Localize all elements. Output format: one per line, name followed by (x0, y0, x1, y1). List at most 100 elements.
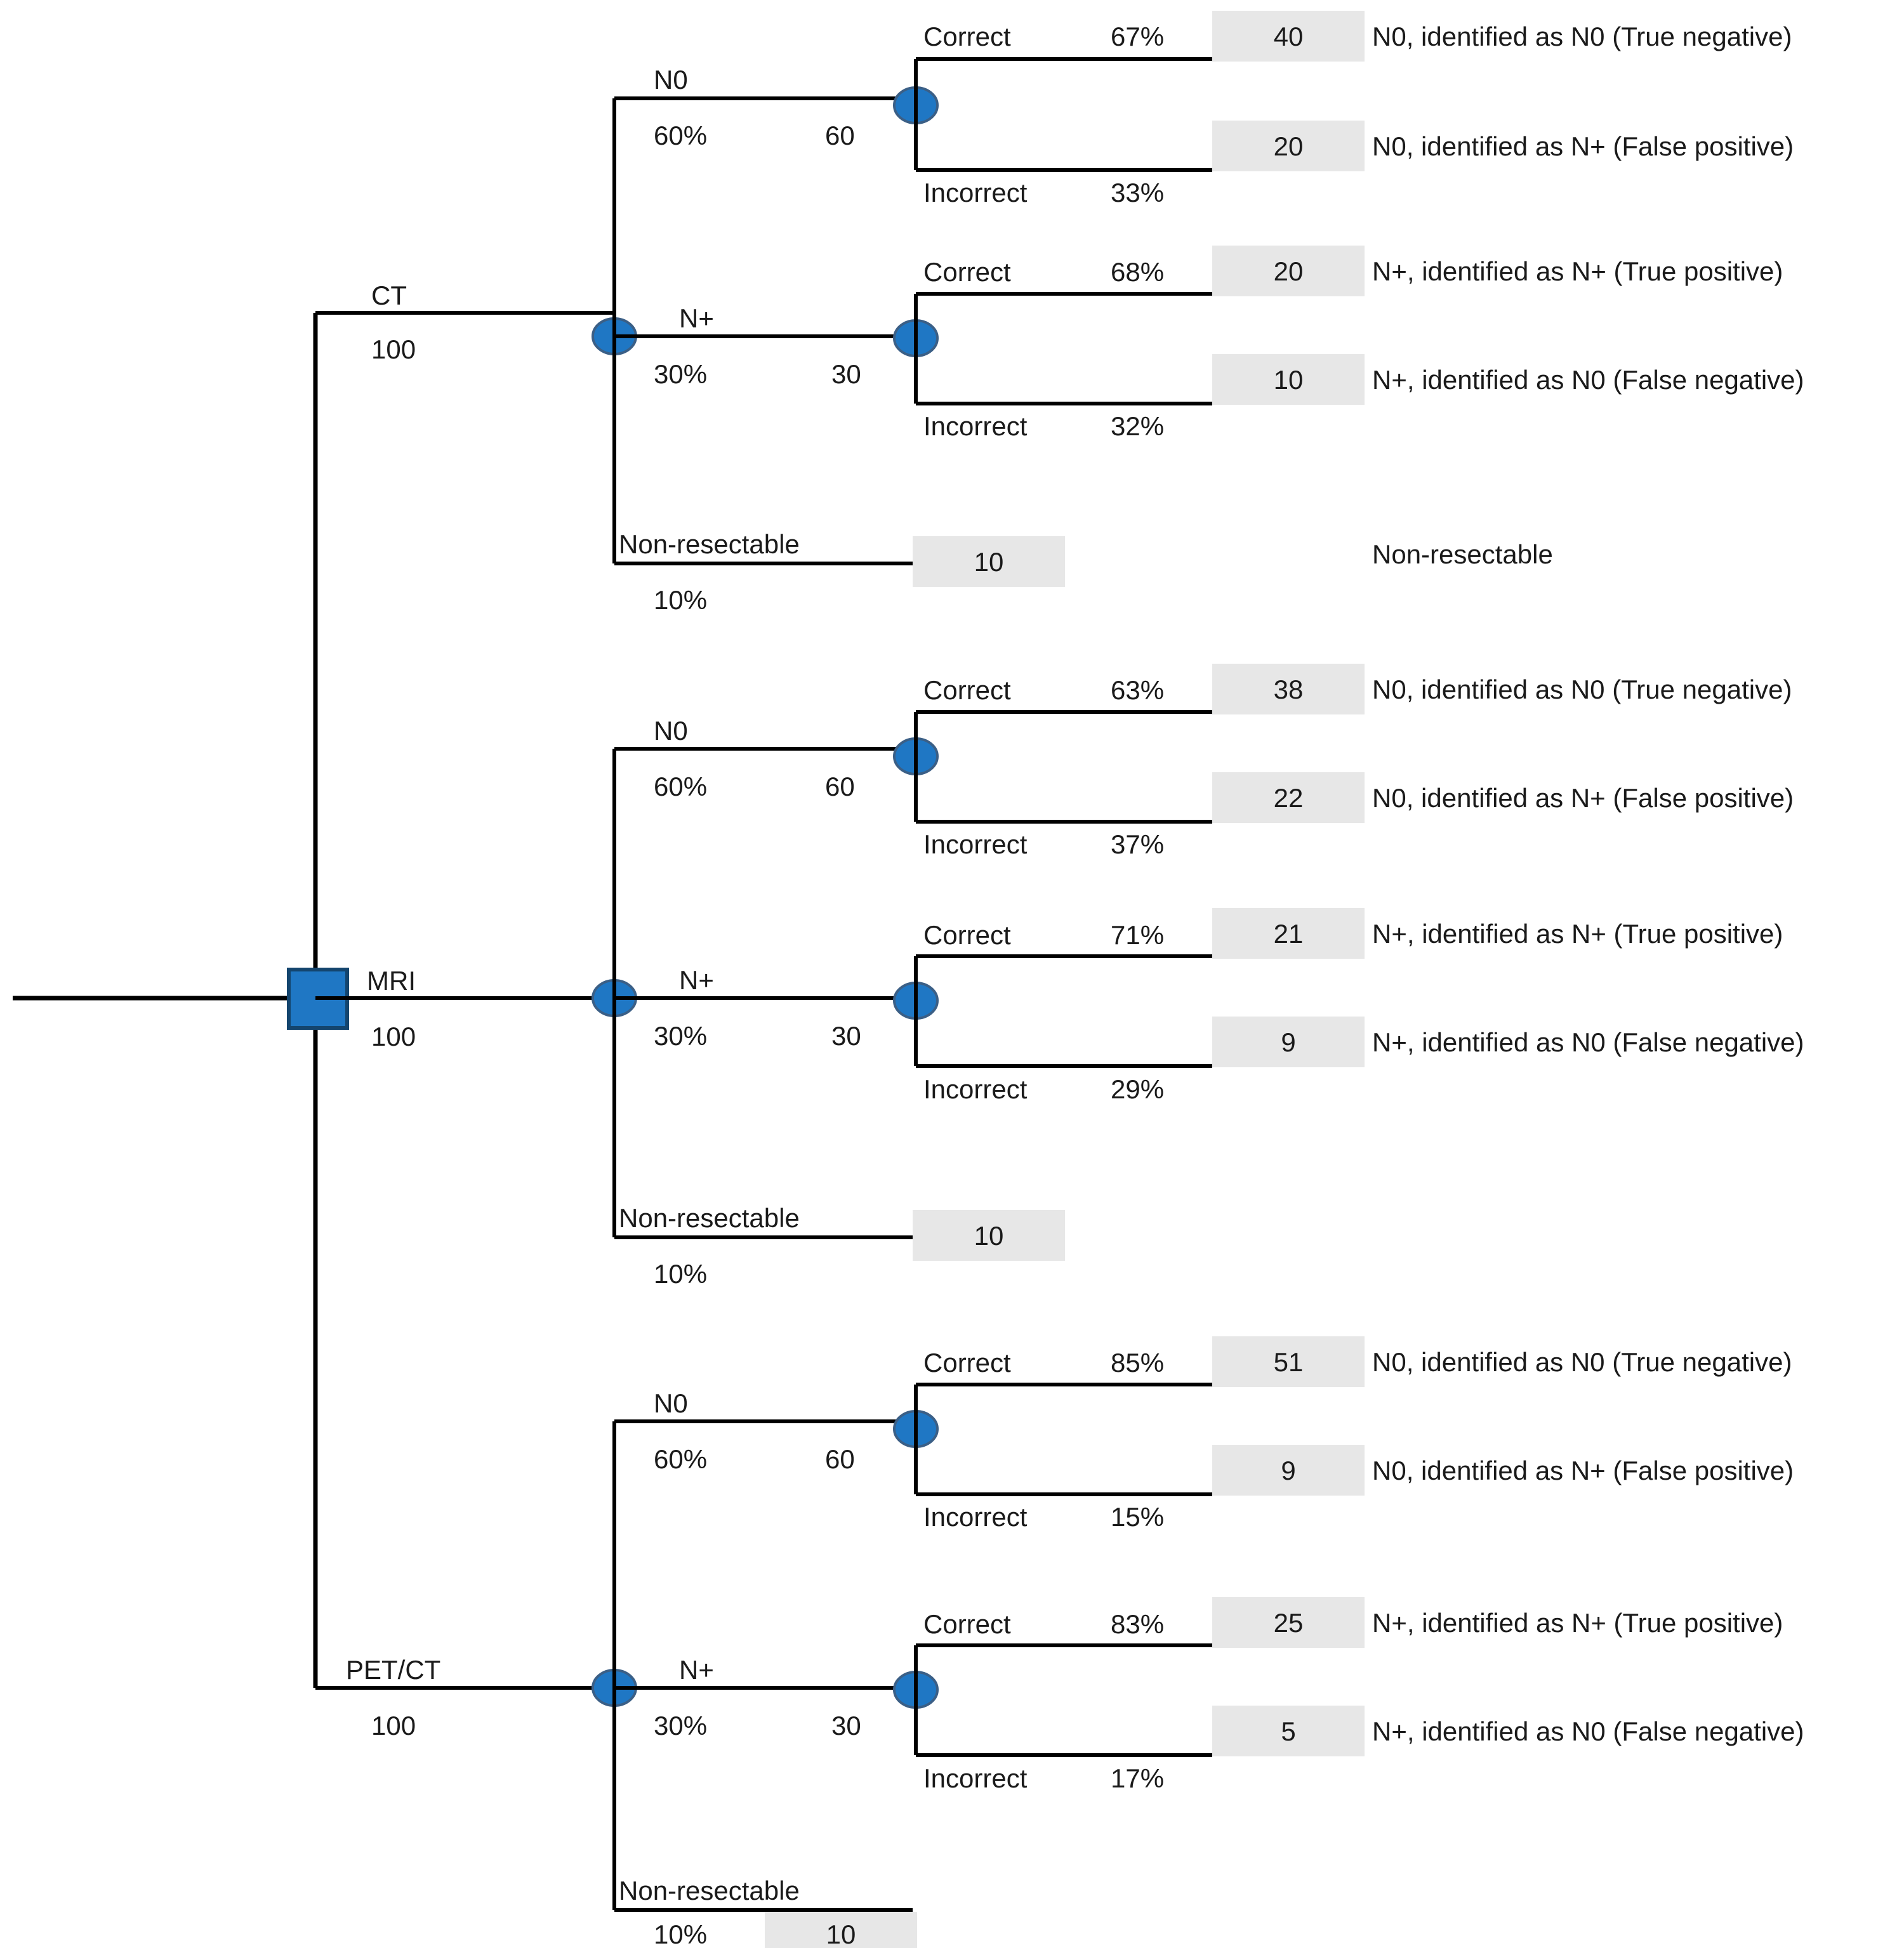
mri-nplus-incorrect-prob: 29% (1111, 1074, 1164, 1104)
ct-n0-correct-payoff: N0, identified as N0 (True negative) (1372, 22, 1792, 51)
petct-n0-label: N0 (654, 1388, 688, 1418)
mri-nonresectable-value-box (913, 1210, 1065, 1261)
petct-nplus-incorrect-label: Incorrect (923, 1763, 1028, 1793)
petct-nplus-correct-label: Correct (923, 1609, 1011, 1639)
ct-nplus-prob: 30% (654, 359, 707, 389)
mri-strategy-count: 100 (371, 1022, 416, 1051)
petct-n0-incorrect-label: Incorrect (923, 1502, 1028, 1532)
ct-n0-correct-label: Correct (923, 22, 1011, 51)
petct-n0-correct-label: Correct (923, 1348, 1011, 1378)
petct-nplus-incorrect-prob: 17% (1111, 1763, 1164, 1793)
petct-n0-correct-prob: 85% (1111, 1348, 1164, 1378)
mri-nplus-incorrect-value-box (1212, 1017, 1365, 1067)
ct-nplus-incorrect-value: 10 (1274, 365, 1304, 395)
strategy-group-mri: MRI 100 N0 60% 60 Correct 63% 38 N0, ide… (315, 664, 1804, 1289)
petct-n0-correct-payoff: N0, identified as N0 (True negative) (1372, 1347, 1792, 1377)
ct-n0-count: 60 (825, 121, 855, 150)
ct-nonresectable-value: 10 (974, 547, 1004, 577)
ct-nonresectable-value-box (913, 536, 1065, 587)
ct-n0-incorrect-payoff: N0, identified as N+ (False positive) (1372, 131, 1794, 161)
mri-strategy-label: MRI (367, 966, 416, 996)
mri-n0-incorrect-value: 22 (1274, 783, 1304, 813)
petct-nplus-incorrect-payoff: N+, identified as N0 (False negative) (1372, 1716, 1804, 1746)
mri-nplus-correct-prob: 71% (1111, 920, 1164, 950)
mri-n0-correct-label: Correct (923, 675, 1011, 705)
strategy-group-ct: CT 100 N0 60% 60 Correct 67% 40 N0, iden… (315, 11, 1804, 615)
petct-nonresectable-prob: 10% (654, 1919, 707, 1948)
mri-n0-incorrect-value-box (1212, 772, 1365, 823)
petct-n0-incorrect-value: 9 (1281, 1456, 1295, 1485)
petct-nplus-correct-value-box (1212, 1597, 1365, 1648)
ct-nplus-incorrect-label: Incorrect (923, 411, 1028, 441)
petct-nplus-prob: 30% (654, 1711, 707, 1741)
mri-nplus-incorrect-payoff: N+, identified as N0 (False negative) (1372, 1027, 1804, 1057)
mri-n0-correct-prob: 63% (1111, 675, 1164, 705)
ct-nplus-correct-payoff: N+, identified as N+ (True positive) (1372, 256, 1783, 286)
mri-nplus-correct-value: 21 (1274, 919, 1304, 949)
ct-nplus-count: 30 (831, 359, 861, 389)
ct-n0-label: N0 (654, 65, 688, 95)
petct-nplus-incorrect-value-box (1212, 1706, 1365, 1756)
mri-nplus-label: N+ (679, 965, 714, 995)
ct-nplus-correct-value-box (1212, 246, 1365, 296)
ct-nplus-correct-value: 20 (1274, 256, 1304, 286)
petct-n0-incorrect-payoff: N0, identified as N+ (False positive) (1372, 1456, 1794, 1485)
mri-nplus-correct-value-box (1212, 908, 1365, 959)
petct-n0-correct-value-box (1212, 1336, 1365, 1387)
ct-nonresectable-label: Non-resectable (619, 529, 800, 559)
petct-n0-prob: 60% (654, 1444, 707, 1474)
mri-n0-correct-payoff: N0, identified as N0 (True negative) (1372, 675, 1792, 704)
petct-nonresectable-label: Non-resectable (619, 1876, 800, 1905)
mri-nplus-correct-payoff: N+, identified as N+ (True positive) (1372, 919, 1783, 949)
mri-n0-label: N0 (654, 716, 688, 746)
ct-nplus-incorrect-prob: 32% (1111, 411, 1164, 441)
root-trunk (13, 313, 318, 1688)
mri-n0-incorrect-label: Incorrect (923, 829, 1028, 859)
petct-nplus-label: N+ (679, 1655, 714, 1685)
petct-strategy-label: PET/CT (346, 1655, 440, 1685)
ct-n0-correct-value-box (1212, 11, 1365, 62)
petct-nplus-correct-prob: 83% (1111, 1609, 1164, 1639)
ct-nonresectable-prob: 10% (654, 585, 707, 615)
petct-nplus-correct-payoff: N+, identified as N+ (True positive) (1372, 1608, 1783, 1638)
mri-n0-incorrect-payoff: N0, identified as N+ (False positive) (1372, 783, 1794, 813)
mri-n0-prob: 60% (654, 772, 707, 801)
mri-n0-incorrect-prob: 37% (1111, 829, 1164, 859)
ct-strategy-count: 100 (371, 334, 416, 364)
ct-strategy-label: CT (371, 280, 407, 310)
mri-nonresectable-label: Non-resectable (619, 1203, 800, 1233)
mri-nplus-correct-label: Correct (923, 920, 1011, 950)
ct-n0-incorrect-label: Incorrect (923, 178, 1028, 207)
ct-n0-incorrect-value-box (1212, 121, 1365, 171)
mri-nplus-incorrect-label: Incorrect (923, 1074, 1028, 1104)
ct-n0-correct-prob: 67% (1111, 22, 1164, 51)
ct-nonresectable-payoff: Non-resectable (1372, 539, 1553, 569)
mri-n0-count: 60 (825, 772, 855, 801)
mri-n0-correct-value: 38 (1274, 675, 1304, 704)
petct-nplus-correct-value: 25 (1274, 1608, 1304, 1638)
mri-nonresectable-prob: 10% (654, 1259, 707, 1289)
ct-nplus-correct-label: Correct (923, 257, 1011, 287)
ct-nplus-label: N+ (679, 303, 714, 333)
petct-nplus-incorrect-value: 5 (1281, 1716, 1295, 1746)
petct-n0-incorrect-prob: 15% (1111, 1502, 1164, 1532)
ct-nplus-incorrect-value-box (1212, 354, 1365, 405)
mri-nplus-prob: 30% (654, 1021, 707, 1051)
ct-n0-correct-value: 40 (1274, 22, 1304, 51)
mri-n0-correct-value-box (1212, 664, 1365, 714)
ct-n0-incorrect-prob: 33% (1111, 178, 1164, 207)
petct-n0-count: 60 (825, 1444, 855, 1474)
strategy-group-petct: PET/CT 100 N0 60% 60 Correct 85% 51 N0, … (315, 1336, 1804, 1948)
mri-nplus-incorrect-value: 9 (1281, 1027, 1295, 1057)
mri-nplus-count: 30 (831, 1021, 861, 1051)
petct-n0-correct-value: 51 (1274, 1347, 1304, 1377)
ct-nplus-incorrect-payoff: N+, identified as N0 (False negative) (1372, 365, 1804, 395)
ct-n0-prob: 60% (654, 121, 707, 150)
ct-nplus-correct-prob: 68% (1111, 257, 1164, 287)
petct-n0-incorrect-value-box (1212, 1445, 1365, 1496)
ct-n0-incorrect-value: 20 (1274, 131, 1304, 161)
petct-strategy-count: 100 (371, 1711, 416, 1741)
petct-nonresectable-value: 10 (826, 1919, 856, 1948)
petct-nplus-count: 30 (831, 1711, 861, 1741)
